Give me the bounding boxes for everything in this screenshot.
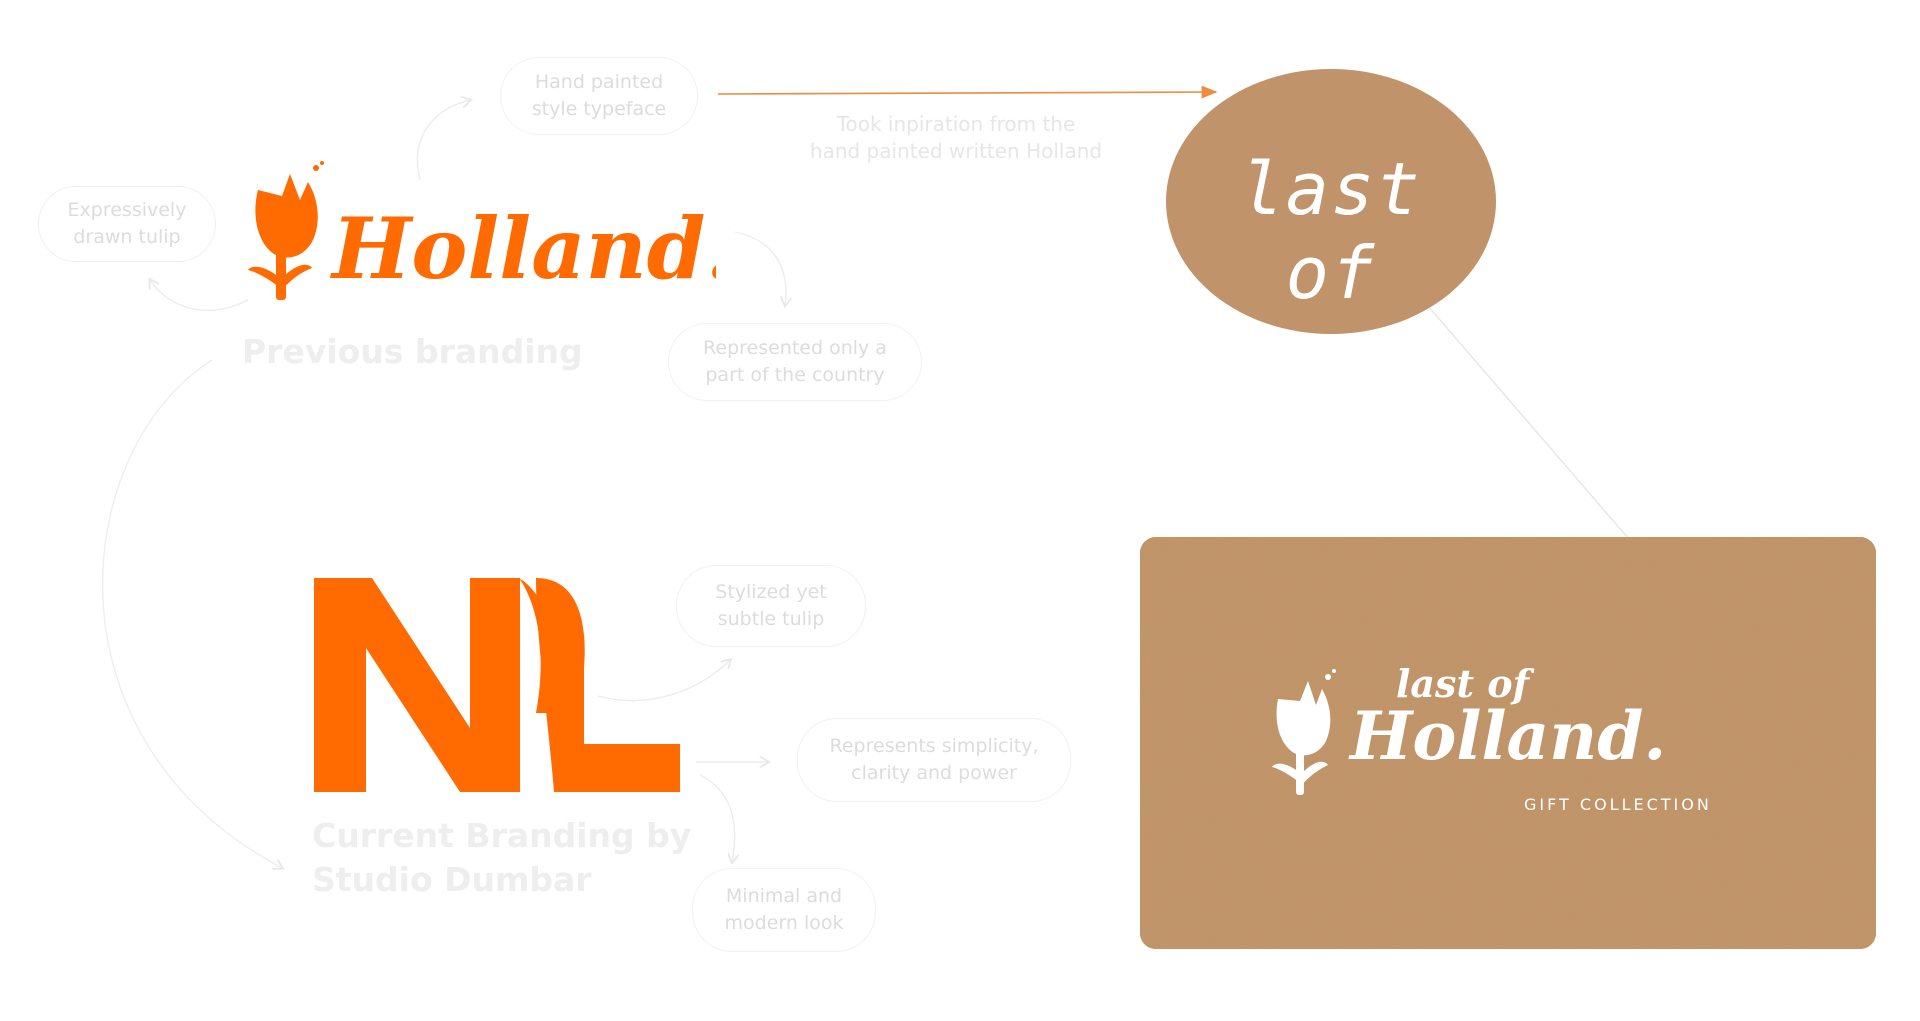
previous-wordmark: Holland. <box>330 199 716 298</box>
stylized-tulip-icon <box>519 578 557 713</box>
final-tulip-icon <box>1272 669 1336 795</box>
final-logo-line1: last of <box>1396 661 1529 706</box>
connector-stylized <box>597 660 730 702</box>
nl-letter-l <box>536 578 680 792</box>
note-simplicity-clarity: Represents simplicity, clarity and power <box>797 718 1071 802</box>
note-minimal-modern: Minimal and modern look <box>692 868 876 952</box>
nl-logo <box>314 578 680 792</box>
sketch-text: last of <box>1240 147 1422 315</box>
note-represented-part: Represented only a part of the country <box>668 323 922 401</box>
note-hand-painted-typeface: Hand painted style typeface <box>500 57 698 135</box>
connector-previous-to-current <box>101 359 282 868</box>
connector-minimal <box>699 774 735 862</box>
inspiration-note: Took inpiration from the hand painted wr… <box>809 112 1103 163</box>
connector-sketch-to-card <box>1427 305 1629 539</box>
tulip-icon <box>248 161 324 300</box>
previous-branding-heading: Previous branding <box>242 332 583 371</box>
inspiration-arrow <box>717 85 1218 99</box>
final-logo-subtitle: GIFT COLLECTION <box>1524 795 1712 814</box>
connector-tulip <box>150 280 249 312</box>
kraft-texture <box>1140 537 1876 949</box>
connector-typeface <box>416 100 470 181</box>
current-branding-heading: Current Branding by Studio Dumbar <box>312 816 692 899</box>
final-logo-line2: Holland. <box>1350 697 1667 775</box>
nl-letter-n <box>314 578 520 792</box>
final-logo-card: last of Holland. GIFT COLLECTION <box>1140 537 1876 949</box>
note-expressive-tulip: Expressively drawn tulip <box>38 186 216 262</box>
connector-represented <box>734 231 786 305</box>
sketch-circle: last of <box>1166 69 1496 334</box>
note-stylized-tulip: Stylized yet subtle tulip <box>676 565 866 647</box>
previous-holland-logo: Holland. <box>248 161 716 300</box>
